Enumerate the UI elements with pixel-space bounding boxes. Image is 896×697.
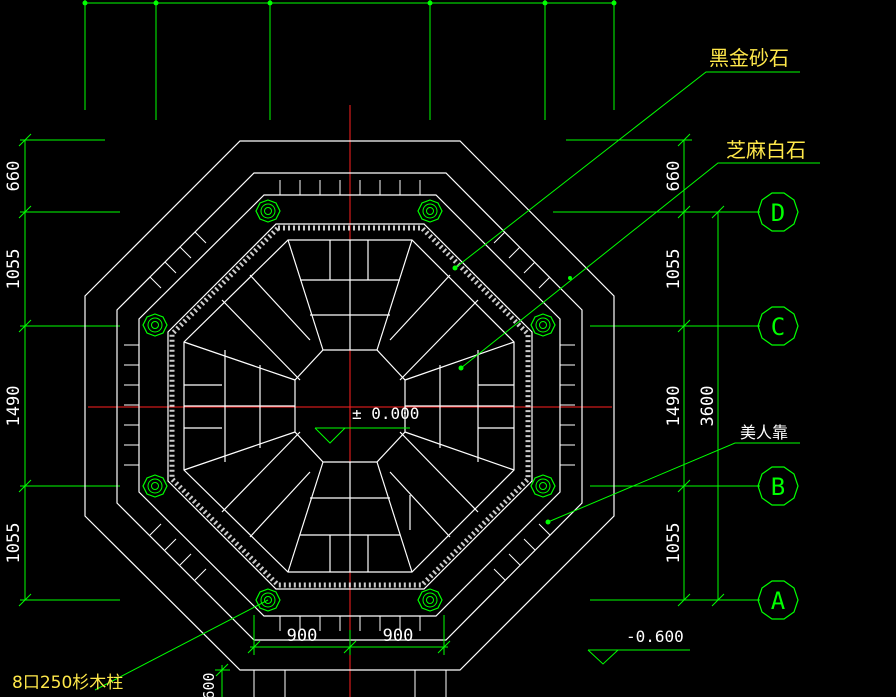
- bottom-steps: [253, 670, 447, 697]
- label-column: 8口250杉木柱: [12, 673, 123, 693]
- left-dim-1055-top: 1055: [4, 249, 24, 290]
- right-dim-3600: 3600: [698, 386, 718, 427]
- column-8: [417, 588, 443, 612]
- axis-label-d: D: [771, 199, 785, 227]
- bench-inner-octagon: [138, 194, 561, 617]
- columns: [142, 199, 556, 612]
- axis-label-c: C: [771, 313, 785, 341]
- right-dim-1055-bottom: 1055: [664, 523, 684, 564]
- column-2: [417, 199, 443, 223]
- axis-bubble-c: [757, 306, 799, 346]
- axis-label-b: B: [771, 473, 785, 501]
- left-dimension-chain: [18, 133, 120, 607]
- column-6: [530, 474, 556, 498]
- leader-dots: [452, 265, 572, 525]
- bottom-dimension-texts: 900 900 600: [200, 626, 413, 697]
- right-dimension-chain: [553, 133, 760, 607]
- elevation-outer: -0.600: [587, 627, 690, 665]
- label-bench: 美人靠: [740, 423, 788, 442]
- bench-outer-octagon: [116, 172, 583, 641]
- axis-bubbles: [757, 192, 799, 620]
- bench-slats: [124, 180, 575, 631]
- column-5: [142, 474, 168, 498]
- axis-bubble-b: [757, 466, 799, 506]
- right-dim-1490: 1490: [664, 386, 684, 427]
- bottom-dim-600: 600: [200, 672, 218, 697]
- left-dim-660: 660: [4, 161, 24, 192]
- left-dimension-texts: 660 1055 1490 1055: [4, 161, 24, 564]
- elevation-center-text: ± 0.000: [352, 404, 419, 423]
- right-dimension-texts: 660 1055 1490 1055 3600: [664, 161, 718, 564]
- outer-platform-octagon: [84, 140, 615, 671]
- axis-labels: D C B A: [771, 199, 786, 615]
- left-dim-1055-bottom: 1055: [4, 523, 24, 564]
- label-white-granite: 芝麻白石: [726, 138, 806, 162]
- column-4: [530, 313, 556, 337]
- right-dim-660: 660: [664, 161, 684, 192]
- column-7: [255, 588, 281, 612]
- column-3: [142, 313, 168, 337]
- axis-label-a: A: [771, 587, 786, 615]
- center-lines: [88, 105, 612, 697]
- bottom-dimension-chain: [215, 615, 451, 697]
- bottom-dim-900-right: 900: [383, 626, 414, 646]
- leader-lines: [94, 71, 820, 691]
- left-dim-1490: 1490: [4, 386, 24, 427]
- pavilion-plan: [84, 140, 615, 671]
- axis-bubble-d: [757, 192, 799, 232]
- bottom-dim-900-left: 900: [287, 626, 318, 646]
- label-black-granite: 黑金砂石: [709, 46, 789, 70]
- top-ticks: [82, 0, 617, 6]
- top-extension-lines: [84, 0, 615, 120]
- axis-bubble-a: [757, 580, 799, 620]
- elevation-outer-text: -0.600: [626, 627, 684, 646]
- column-1: [255, 199, 281, 223]
- right-dim-1055-top: 1055: [664, 249, 684, 290]
- elevation-center: ± 0.000: [314, 404, 419, 444]
- floor-outer-octagon: [167, 223, 533, 590]
